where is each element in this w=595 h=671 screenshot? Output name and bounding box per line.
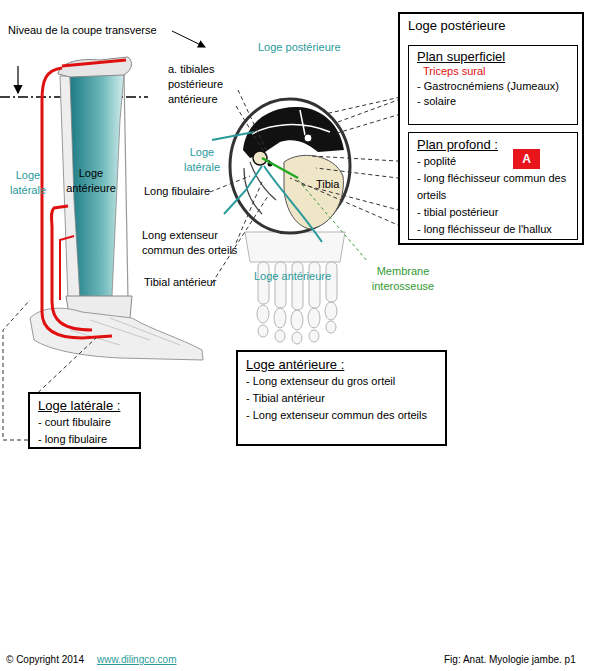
anatomy-label: Loge postérieure xyxy=(258,40,368,55)
phalanx xyxy=(258,325,268,337)
tarsal-bones xyxy=(245,232,345,262)
tendon-line xyxy=(60,236,74,300)
compartment-box: Loge postérieurePlan superficielTriceps … xyxy=(398,12,584,245)
tibia-head xyxy=(58,57,131,77)
tibia-edge xyxy=(124,74,128,300)
marker-letter: A xyxy=(513,149,540,169)
vessel xyxy=(304,134,312,142)
anatomy-label: Tibia xyxy=(316,177,356,192)
box-heading: Plan superficiel xyxy=(417,49,569,64)
leader-line xyxy=(3,300,30,440)
muscle-item: - long fléchisseur de l'hallux xyxy=(417,221,569,238)
leader-line xyxy=(212,196,268,283)
leader-lines xyxy=(210,90,414,283)
phalanx xyxy=(326,321,336,333)
box-heading: Loge latérale : xyxy=(38,397,131,414)
leader-line xyxy=(238,90,266,150)
leader-line xyxy=(236,106,270,162)
phalanx xyxy=(308,308,320,328)
anatomy-label: Membrane interosseuse xyxy=(364,264,442,294)
foot-skeleton xyxy=(245,232,345,344)
fibula-section xyxy=(253,151,267,165)
leader-line xyxy=(236,182,262,243)
tibia-section xyxy=(284,155,343,229)
box-heading: Plan profond : xyxy=(417,136,569,153)
anatomy-label: www.dilingco.com xyxy=(97,652,207,667)
phalanx xyxy=(257,305,269,323)
muscle-item: - court fibulaire xyxy=(38,414,131,431)
anatomy-label: Long fibulaire xyxy=(144,184,234,199)
phalanx xyxy=(291,310,303,330)
leader-line xyxy=(210,176,250,192)
anatomy-label: Tibial antérieur xyxy=(144,275,234,290)
compartment-pointer xyxy=(224,166,262,214)
phalanx xyxy=(309,330,319,342)
phalanx xyxy=(274,308,286,328)
anatomy-label: Loge latérale xyxy=(4,168,52,198)
compartment-pointer xyxy=(212,132,254,140)
anatomy-label: Long extenseur commun des orteils xyxy=(142,228,242,258)
compartment-box: Loge latérale :- court fibulaire- long f… xyxy=(28,392,141,449)
muscle-item: - Tibial antérieur xyxy=(246,390,437,407)
posterior-muscles xyxy=(243,107,344,158)
compartment-pointer xyxy=(264,166,322,242)
metatarsal xyxy=(258,262,269,304)
anatomy-label: © Copyright 2014 xyxy=(6,652,101,667)
compartment-box: Loge antérieure :- Long extenseur du gro… xyxy=(236,350,447,446)
box-heading: Loge antérieure : xyxy=(246,356,437,373)
phalanx xyxy=(325,302,337,320)
pointer-arrow xyxy=(172,31,205,47)
metatarsal xyxy=(292,262,303,310)
muscle-item: - Gastrocnémiens (Jumeaux) xyxy=(417,79,569,94)
muscle-plane-box: Plan profond :- poplité- long fléchisseu… xyxy=(408,132,578,240)
cut-level-arrow xyxy=(17,66,18,93)
anatomy-label: Loge antérieure xyxy=(254,269,354,284)
leader-line xyxy=(290,178,414,232)
muscle-item: - Long extenseur du gros orteil xyxy=(246,373,437,390)
anatomy-label: a. tibiales postérieure antérieure xyxy=(168,62,238,107)
tendon-line xyxy=(62,60,126,66)
muscle-item: - Long extenseur commun des orteils xyxy=(246,407,437,424)
interosseous-membrane xyxy=(262,158,298,178)
box-heading: Loge postérieure xyxy=(408,18,574,34)
tendon-line xyxy=(42,68,112,338)
muscle-item: - solaire xyxy=(417,94,569,109)
fascia-line xyxy=(252,110,330,140)
metatarsal xyxy=(309,262,320,308)
phalanx xyxy=(292,332,302,344)
anatomy-label: Loge latérale xyxy=(176,145,228,175)
leader-line xyxy=(298,180,368,262)
muscle-group-name: Triceps sural xyxy=(417,64,569,79)
muscle-item: - poplité xyxy=(417,153,569,170)
foot-detail xyxy=(70,318,180,345)
section-outline xyxy=(230,99,350,233)
muscle-item: - long fléchisseur commun des orteils xyxy=(417,170,569,204)
metatarsal xyxy=(275,262,286,308)
muscle-item: - tibial postérieur xyxy=(417,204,569,221)
anatomy-label: Loge antérieure xyxy=(62,166,120,196)
phalanx xyxy=(275,330,285,342)
anatomy-label: Fig: Anat. Myologie jambe. p1 xyxy=(444,652,594,667)
muscle-plane-box: Plan superficielTriceps sural- Gastrocné… xyxy=(408,45,578,125)
marker-badge: A xyxy=(513,149,540,169)
tendon-line xyxy=(52,206,93,330)
muscle-item: - long fibulaire xyxy=(38,431,131,448)
anatomy-label: Niveau de la coupe transverse xyxy=(8,23,178,38)
